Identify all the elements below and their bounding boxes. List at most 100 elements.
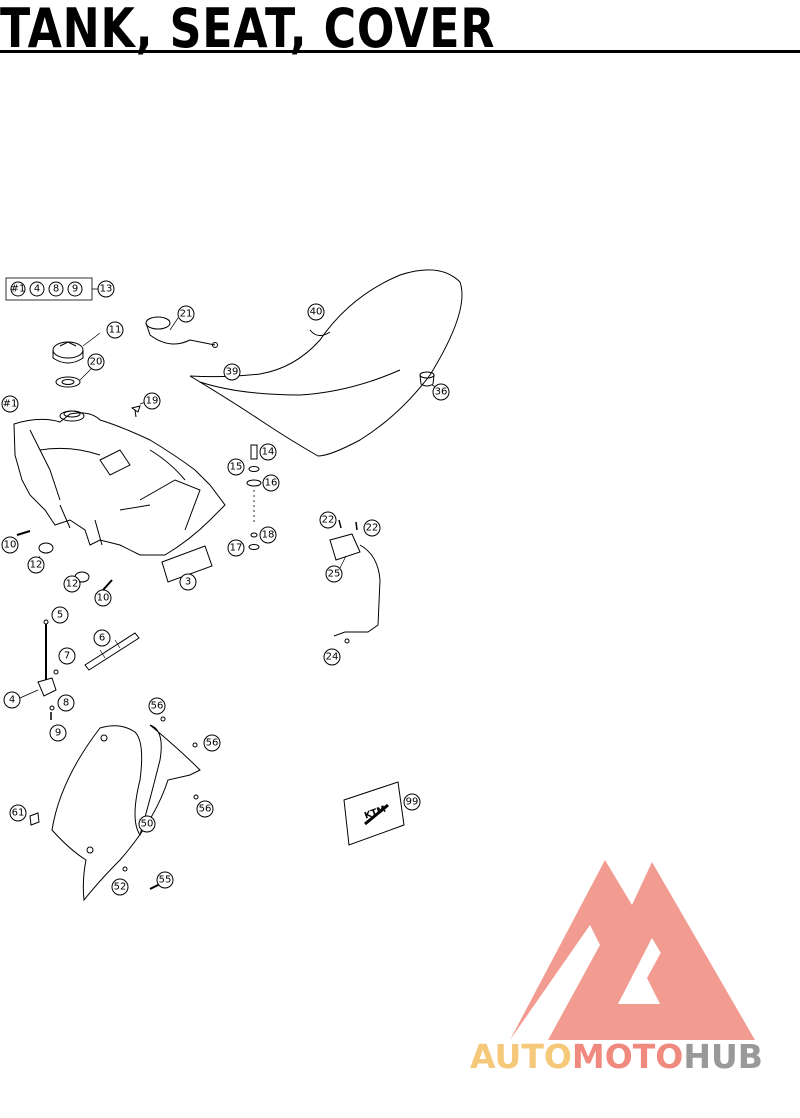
callout-99: 99 [403,793,421,811]
callout-61: 61 [9,804,27,822]
callout-18-label: 18 [262,530,275,541]
watermark-part-hub: HUB [683,1037,763,1076]
callout-1: #1 [1,395,19,413]
seat-fixing-drawing [246,444,262,550]
watermark-logo: AUTOMOTOHUB [470,860,763,1076]
kit-ref-label: 13 [100,284,113,295]
cap-seal-drawing [55,367,93,388]
callout-99-label: 99 [406,797,419,808]
callout-3: 3 [179,573,197,591]
callout-22b: 22 [363,519,381,537]
seat-drawing [189,269,463,457]
callout-15: 15 [227,458,245,476]
callout-12b: 12 [63,575,81,593]
callout-20-label: 20 [90,357,103,368]
callout-10b-label: 10 [97,593,110,604]
callout-12a-label: 12 [30,560,43,571]
screw-19-drawing [130,401,147,418]
callout-11: 11 [106,321,124,339]
callout-40: 40 [307,303,325,321]
callout-1-label: #1 [3,399,18,410]
callout-24-label: 24 [326,652,339,663]
kit-item-3: 8 [48,281,64,297]
kit-ref: 13 [97,280,115,298]
callout-55-label: 55 [159,875,172,886]
callout-50: 50 [138,815,156,833]
callout-8-label: 8 [63,698,69,709]
callout-11-label: 11 [109,325,122,336]
callout-56a: 56 [148,697,166,715]
watermark-part-auto: AUTO [470,1037,572,1076]
callout-21-label: 21 [180,309,193,320]
callout-52: 52 [111,878,129,896]
callout-9-label: 9 [55,728,61,739]
callout-36: 36 [432,383,450,401]
kit-item-4-label: 9 [72,284,78,295]
watermark-triangle-icon [510,860,755,1040]
callout-16: 16 [262,474,280,492]
callout-21: 21 [177,305,195,323]
callout-50-label: 50 [141,819,154,830]
kit-group: #1 4 8 9 13 [5,277,115,301]
kit-item-4: 9 [67,281,83,297]
kit-item-1: #1 [10,281,26,297]
title-underline [0,50,800,53]
callout-61-label: 61 [12,808,25,819]
callout-4: 4 [3,691,21,709]
callout-3-label: 3 [185,577,191,588]
callout-18: 18 [259,526,277,544]
callout-8: 8 [57,694,75,712]
callout-20: 20 [87,353,105,371]
fuel-tap-drawing [19,614,59,720]
hose-6-drawing [84,632,140,671]
sticker-drawing: KTM [343,781,405,846]
callout-10a-label: 10 [4,540,17,551]
callout-36-label: 36 [435,387,448,398]
callout-39-label: 39 [226,367,239,378]
callout-22a: 22 [319,511,337,529]
callout-16-label: 16 [265,478,278,489]
callout-4-label: 4 [9,695,15,706]
cover-hardware-drawing [29,716,199,890]
callout-17-label: 17 [230,543,243,554]
callout-52-label: 52 [114,882,127,893]
callout-56a-label: 56 [151,701,164,712]
callout-6: 6 [93,629,111,647]
callout-25-label: 25 [328,569,341,580]
callout-12a: 12 [27,556,45,574]
callout-10a: 10 [1,536,19,554]
callout-12b-label: 12 [66,579,79,590]
watermark-part-moto: MOTO [572,1037,683,1076]
callout-17: 17 [227,539,245,557]
switch-assembly-drawing [329,519,381,644]
callout-5: 5 [51,606,69,624]
callout-19: 19 [143,392,161,410]
callout-10b: 10 [94,589,112,607]
callout-22b-label: 22 [366,523,379,534]
kit-item-2: 4 [29,281,45,297]
callout-14-label: 14 [262,447,275,458]
callout-5-label: 5 [57,610,63,621]
callout-56c: 56 [196,800,214,818]
callout-14: 14 [259,443,277,461]
callout-24: 24 [323,648,341,666]
watermark-text: AUTOMOTOHUB [470,1037,763,1076]
callout-6-label: 6 [99,633,105,644]
kit-item-2-label: 4 [34,284,40,295]
kit-item-1-label: #1 [11,284,26,295]
kit-item-3-label: 8 [53,284,59,295]
fuel-tank-drawing [13,410,226,556]
callout-7: 7 [58,647,76,665]
side-cover-drawing [51,724,201,902]
breather-drawing [145,316,218,348]
callout-55: 55 [156,871,174,889]
callout-25: 25 [325,565,343,583]
filler-cap-drawing [52,332,101,364]
callout-40-label: 40 [310,307,323,318]
callout-9: 9 [49,724,67,742]
page-title: TANK, SEAT, COVER [0,0,496,60]
callout-56c-label: 56 [199,804,212,815]
callout-56b-label: 56 [206,738,219,749]
callout-7-label: 7 [64,651,70,662]
